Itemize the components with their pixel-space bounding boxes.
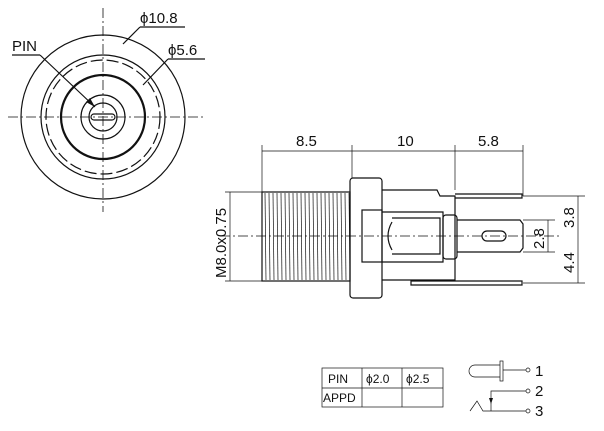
thread-line	[316, 192, 319, 281]
thread-line	[320, 192, 323, 281]
pin-3-label: 3	[535, 403, 543, 420]
thread-line	[308, 192, 311, 281]
thread-line	[264, 192, 267, 281]
dim-thread: M8.0x0.75	[213, 208, 230, 278]
thread-line	[300, 192, 303, 281]
front-view: PIN ϕ10.8 ϕ5.6	[8, 8, 205, 212]
thread-line	[292, 192, 295, 281]
thread-line	[288, 192, 291, 281]
thread-line	[280, 192, 283, 281]
table-row-appd: APPD	[323, 391, 356, 405]
thread-line	[328, 192, 331, 281]
thread-line	[332, 192, 335, 281]
dim-thread-length: 8.5	[296, 133, 317, 150]
thread-line	[272, 192, 275, 281]
dim-body-length: 10	[397, 133, 414, 150]
schematic-symbol: 1 2 3	[468, 360, 543, 420]
thread-line	[336, 192, 339, 281]
thread-line	[312, 192, 315, 281]
table-header-d20: ϕ2.0	[366, 372, 390, 386]
dim-terminal-length: 5.8	[478, 133, 499, 150]
thread-line	[296, 192, 299, 281]
table-header-d25: ϕ2.5	[406, 372, 430, 386]
thread-line	[268, 192, 271, 281]
thread-line	[324, 192, 327, 281]
pin-table: PIN ϕ2.0 ϕ2.5 APPD	[321, 367, 444, 408]
dim-pin-width: 2.8	[531, 228, 548, 249]
thread-line	[340, 192, 343, 281]
dim-top-terminal: 3.8	[561, 207, 578, 228]
table-header-pin: PIN	[328, 372, 348, 386]
side-view: 8.5 10 5.8 M8.0x0.75 2.8 3.8 4.4	[213, 133, 585, 299]
thread-line	[284, 192, 287, 281]
thread-line	[344, 192, 347, 281]
pin-2-label: 2	[535, 383, 543, 400]
pin-label: PIN	[12, 38, 37, 55]
thread-line	[276, 192, 279, 281]
dim-bottom-terminal: 4.4	[561, 252, 578, 273]
thread-line	[304, 192, 307, 281]
outer-diameter-label: ϕ10.8	[140, 10, 178, 27]
pin-1-label: 1	[535, 363, 543, 380]
inner-diameter-label: ϕ5.6	[168, 42, 197, 59]
